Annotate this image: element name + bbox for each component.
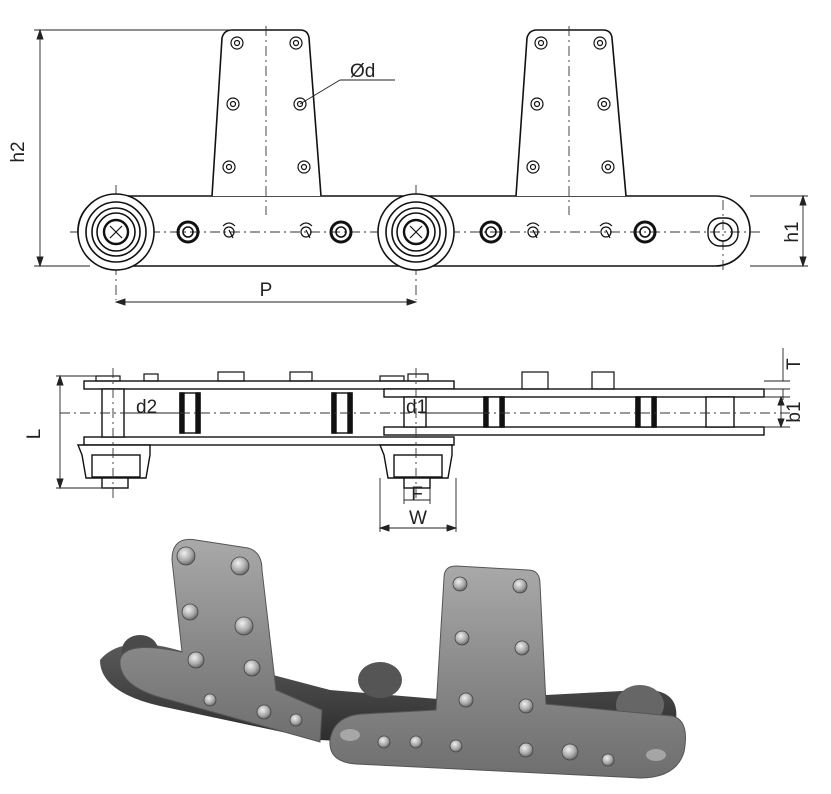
- d2-label: d2: [136, 397, 157, 418]
- outer-plate-top: [83, 380, 455, 390]
- photo-attachment-left: [119, 538, 323, 743]
- side-dimensions: [34, 28, 808, 306]
- diameter-label: Ød: [350, 61, 375, 82]
- pins: [176, 217, 739, 247]
- photo-bolts: [176, 546, 615, 767]
- F-label: F: [411, 484, 423, 505]
- roller-left: [77, 193, 155, 271]
- chain-photo: [100, 538, 686, 779]
- top-dimensions: [56, 348, 790, 532]
- attachment-plate-right: [515, 29, 627, 197]
- h2-label: h2: [8, 141, 29, 162]
- side-view: h2 Ød h1 P: [8, 26, 808, 306]
- b1-label: b1: [784, 401, 805, 422]
- pitch-label: P: [260, 280, 273, 301]
- W-label: W: [409, 508, 427, 529]
- top-bumps: [95, 371, 615, 390]
- d1-label: d1: [406, 397, 427, 418]
- photo-attachment-right: [329, 565, 686, 779]
- T-label: T: [784, 358, 805, 370]
- outer-plate-bottom: [83, 436, 455, 446]
- photo-roller-mid: [358, 662, 402, 698]
- roller-right: [377, 193, 455, 271]
- photo-hub-highlight: [340, 729, 360, 741]
- inner-plate-top: [383, 388, 765, 398]
- top-rollers: [76, 444, 453, 489]
- attachment-holes: [222, 36, 615, 174]
- h1-label: h1: [782, 221, 803, 242]
- inner-plate-bottom: [383, 426, 765, 436]
- photo-hub-highlight-right: [646, 749, 666, 761]
- attachment-plate-left: [211, 29, 322, 197]
- link-holes: [222, 222, 613, 239]
- L-label: L: [24, 429, 45, 440]
- top-view: L d2 d1 T b1 F W: [24, 348, 805, 532]
